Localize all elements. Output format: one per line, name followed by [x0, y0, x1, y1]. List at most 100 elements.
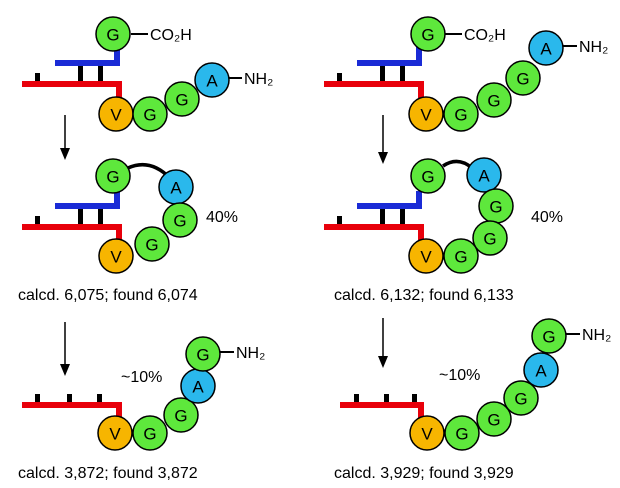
svg-text:V: V — [420, 106, 432, 125]
svg-text:G: G — [487, 92, 500, 111]
right-released-nh2-label: NH₂ — [582, 327, 611, 344]
left-cyclic-rung — [78, 209, 83, 224]
left-cyclic-template-stem — [114, 191, 120, 209]
residue-g: G — [164, 81, 200, 117]
left-start-dna-stem — [116, 81, 122, 98]
svg-text:G: G — [106, 26, 119, 45]
residue-a: A — [466, 157, 502, 193]
svg-text:G: G — [487, 411, 500, 430]
right-cyclic-mass-caption: calcd. 6,132; found 6,133 — [334, 287, 514, 304]
right-released-complex: V G G G A G NH₂ — [340, 318, 611, 451]
svg-text:G: G — [516, 70, 529, 89]
left-cyclic-template-bar — [55, 203, 120, 209]
svg-text:G: G — [145, 236, 158, 255]
residue-g: G — [531, 318, 567, 354]
right-cyclic-template-bar — [357, 203, 422, 209]
residue-g: G — [476, 401, 512, 437]
left-released-tick — [67, 394, 72, 402]
right-start-dna-stem — [418, 81, 424, 98]
left-start-dna-duplex — [22, 47, 122, 98]
svg-text:G: G — [143, 106, 156, 125]
left-released-mass-caption: calcd. 3,872; found 3,872 — [18, 465, 198, 482]
svg-text:G: G — [106, 168, 119, 187]
svg-text:G: G — [514, 390, 527, 409]
right-arrow-cyclize — [378, 115, 388, 164]
svg-text:G: G — [173, 212, 186, 231]
svg-text:G: G — [196, 346, 209, 365]
right-cyclic-yield: 40% — [531, 209, 563, 226]
residue-g: G — [95, 158, 131, 194]
right-released-dna-strand — [340, 402, 424, 408]
residue-g: G — [163, 397, 199, 433]
left-cyclic-rung — [98, 209, 103, 224]
residue-v: V — [408, 96, 444, 132]
residue-g: G — [443, 238, 479, 274]
right-cyclic-dna-duplex — [324, 191, 424, 241]
left-start-rung — [98, 66, 103, 81]
right-start-co2h-label: CO₂H — [464, 27, 506, 44]
residue-g: G — [162, 202, 198, 238]
residue-g: G — [505, 60, 541, 96]
svg-text:G: G — [143, 425, 156, 444]
svg-text:V: V — [110, 248, 122, 267]
left-released-dna — [22, 394, 122, 419]
svg-text:G: G — [489, 198, 502, 217]
right-start-dna-duplex — [324, 47, 424, 98]
right-start-complex: CO₂H G V G G G A NH₂ — [324, 16, 608, 132]
left-start-template-stem — [114, 47, 120, 66]
residue-g: G — [132, 415, 168, 451]
left-released-nh2-label: NH₂ — [236, 345, 265, 362]
left-released-complex: V G G A G NH₂ — [22, 336, 265, 451]
residue-v: V — [98, 96, 134, 132]
right-cyclic-rung — [380, 209, 385, 224]
svg-text:G: G — [454, 106, 467, 125]
right-start-tick — [337, 73, 342, 81]
right-released-dna-stem — [418, 402, 424, 419]
svg-text:A: A — [206, 72, 218, 91]
right-released-mass-caption: calcd. 3,929; found 3,929 — [334, 465, 514, 482]
svg-text:V: V — [421, 425, 433, 444]
right-cyclic-complex: G A G G G V 40% — [324, 157, 563, 274]
residue-g: G — [410, 158, 446, 194]
residue-a: A — [528, 30, 564, 66]
right-start-dna-strand — [324, 81, 424, 87]
left-cyclic-dna-duplex — [22, 191, 122, 241]
residue-a: A — [180, 368, 216, 404]
residue-g: G — [472, 220, 508, 256]
residue-v: V — [98, 238, 134, 274]
right-release-approx-yield: ~10% — [439, 367, 480, 384]
svg-text:G: G — [455, 425, 468, 444]
residue-g: G — [410, 16, 446, 52]
right-arrow-release — [378, 318, 388, 368]
left-arrow-release — [60, 322, 70, 376]
svg-text:A: A — [192, 378, 204, 397]
svg-text:G: G — [454, 248, 467, 267]
residue-v: V — [409, 415, 445, 451]
svg-text:G: G — [174, 407, 187, 426]
residue-a: A — [158, 169, 194, 205]
right-start-rung — [380, 66, 385, 81]
residue-a: A — [523, 352, 559, 388]
svg-text:G: G — [542, 328, 555, 347]
right-released-tick — [384, 394, 389, 402]
residue-g: G — [443, 96, 479, 132]
left-cyclic-mass-caption: calcd. 6,075; found 6,074 — [18, 287, 198, 304]
left-arrow-cyclize — [60, 115, 70, 160]
right-start-template-stem — [416, 47, 422, 66]
right-released-dna — [340, 394, 424, 419]
right-cyclic-linker — [442, 159, 474, 170]
residue-v: V — [408, 238, 444, 274]
residue-v: V — [97, 415, 133, 451]
residue-g: G — [444, 415, 480, 451]
right-start-template-bar — [357, 60, 422, 66]
svg-text:V: V — [420, 248, 432, 267]
left-start-complex: CO₂H G V G G A NH₂ — [22, 16, 273, 132]
svg-text:V: V — [110, 106, 122, 125]
residue-g: G — [95, 16, 131, 52]
left-release-approx-yield: ~10% — [121, 369, 162, 386]
svg-text:G: G — [421, 168, 434, 187]
left-cyclic-tick — [35, 216, 40, 224]
residue-a: A — [194, 62, 230, 98]
svg-text:G: G — [421, 26, 434, 45]
